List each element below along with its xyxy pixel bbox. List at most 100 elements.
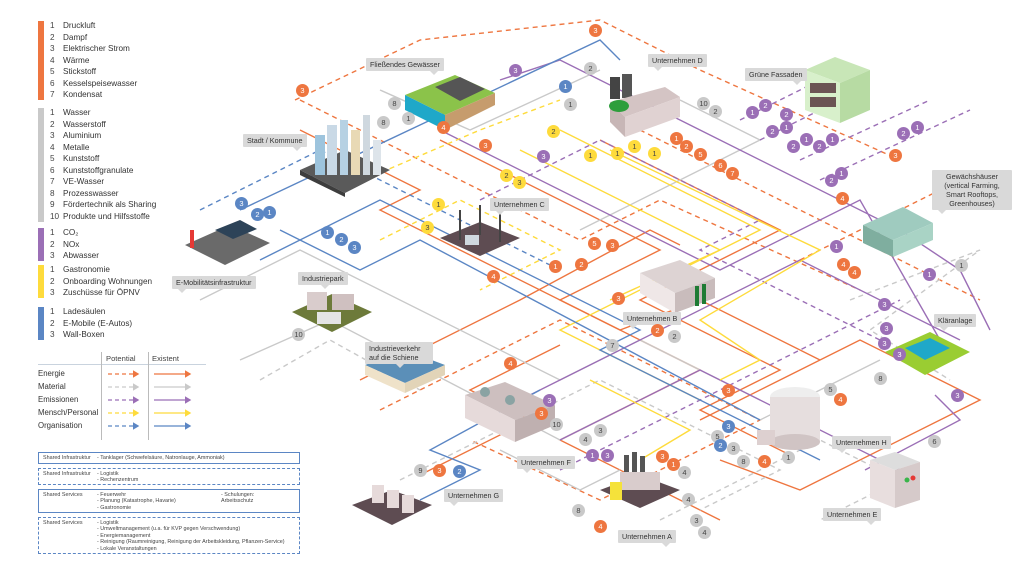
unternehmen-g-illustration[interactable] xyxy=(352,480,432,530)
label-unternehmen-b: Unternehmen B xyxy=(623,312,682,329)
flow-badge-mensch: 1 xyxy=(584,149,597,162)
flow-row-label: Organisation xyxy=(38,421,83,430)
header-potential: Potential xyxy=(106,354,136,363)
box-items-secondary: - Schulungen: Arbeitsschutz xyxy=(221,492,255,505)
industriepark-illustration[interactable] xyxy=(292,282,372,342)
flow-badge-emission: 3 xyxy=(509,64,522,77)
flow-line-mensch xyxy=(609,149,822,381)
flow-badge-energie: 5 xyxy=(588,237,601,250)
label-gruene-fassaden: Grüne Fassaden xyxy=(745,68,807,85)
flow-badge-org: 1 xyxy=(321,226,334,239)
flow-badge-energie: 6 xyxy=(714,159,727,172)
flow-line-mensch-potential xyxy=(339,99,561,191)
stadt-kommune-illustration[interactable] xyxy=(295,105,395,200)
table-divider xyxy=(38,364,206,365)
flow-badge-emission: 1 xyxy=(923,268,936,281)
legend-bar-material xyxy=(38,108,44,222)
shared-infrastruktur-existent: Shared Infrastruktur - Tanklager (Schwef… xyxy=(38,452,300,464)
flow-badge-material: 2 xyxy=(668,330,681,343)
flow-badge-mensch: 2 xyxy=(500,169,513,182)
flow-line-energie-potential xyxy=(799,179,961,261)
flow-badge-emission: 1 xyxy=(911,121,924,134)
flow-badge-energie: 5 xyxy=(694,148,707,161)
label-unternehmen-f: Unternehmen F xyxy=(517,456,575,473)
label-industrieverkehr: Industrieverkehr auf die Schiene xyxy=(365,342,433,368)
unternehmen-h-illustration[interactable] xyxy=(755,385,835,455)
flow-badge-emission: 3 xyxy=(878,337,891,350)
flow-badge-energie: 4 xyxy=(487,270,500,283)
flow-badge-org: 3 xyxy=(348,241,361,254)
flow-badge-energie: 2 xyxy=(651,324,664,337)
flow-badge-material: 8 xyxy=(572,504,585,517)
flow-badge-material: 8 xyxy=(388,97,401,110)
label-gewaechshaeuser: Gewächshäuser (vertical Farming, Smart R… xyxy=(932,170,1012,214)
flow-badge-emission: 2 xyxy=(813,140,826,153)
flow-line-energie xyxy=(699,339,982,491)
unternehmen-e-illustration[interactable] xyxy=(865,450,925,510)
flow-badge-emission: 2 xyxy=(787,140,800,153)
unternehmen-b-illustration[interactable] xyxy=(635,258,720,318)
flow-badge-material: 3 xyxy=(690,514,703,527)
flow-badge-material: 4 xyxy=(698,526,711,539)
fliessendes-gewaesser-illustration[interactable] xyxy=(405,75,495,135)
flow-badge-energie: 4 xyxy=(848,266,861,279)
flow-badge-material: 2 xyxy=(584,62,597,75)
box-items: - Logistik- Umweltmanagement (u.a. für K… xyxy=(97,520,285,552)
flow-badge-energie: 1 xyxy=(667,458,680,471)
flow-line-organisation xyxy=(259,199,821,461)
flow-badge-material: 10 xyxy=(550,418,563,431)
flow-badge-material: 1 xyxy=(955,259,968,272)
shared-services-existent: Shared Services - Feuerwehr- Planung (Ka… xyxy=(38,489,300,513)
header-existent: Existent xyxy=(152,354,180,363)
unternehmen-a-illustration[interactable] xyxy=(600,450,680,510)
flow-badge-material: 8 xyxy=(874,372,887,385)
e-mobilitaet-illustration[interactable] xyxy=(185,215,270,270)
flow-badge-material: 2 xyxy=(709,105,722,118)
flow-badge-energie: 3 xyxy=(656,450,669,463)
flow-row-label: Mensch/Personal xyxy=(38,408,99,417)
unternehmen-c-illustration[interactable] xyxy=(440,200,520,260)
flow-badge-material: 3 xyxy=(594,424,607,437)
gewaechshaeuser-illustration[interactable] xyxy=(858,205,938,260)
legend-bar-mensch-personal xyxy=(38,265,44,298)
box-title: Shared Infrastruktur xyxy=(43,471,91,477)
legend-bar-energie xyxy=(38,21,44,100)
box-title: Shared Services xyxy=(43,520,83,526)
flow-badge-emission: 3 xyxy=(878,298,891,311)
flow-badge-material: 1 xyxy=(782,451,795,464)
flow-badge-energie: 7 xyxy=(726,167,739,180)
flow-badge-org: 2 xyxy=(335,233,348,246)
flow-badge-emission: 3 xyxy=(543,394,556,407)
flow-badge-emission: 2 xyxy=(766,125,779,138)
flow-badge-mensch: 1 xyxy=(611,147,624,160)
unternehmen-d-illustration[interactable] xyxy=(605,72,685,142)
flow-badge-emission: 3 xyxy=(601,449,614,462)
flow-badge-energie: 3 xyxy=(889,149,902,162)
flow-badge-org: 2 xyxy=(251,208,264,221)
flow-badge-emission: 1 xyxy=(780,121,793,134)
flow-badge-energie: 3 xyxy=(606,239,619,252)
flow-line-mensch xyxy=(589,379,692,461)
flow-badge-org: 2 xyxy=(453,465,466,478)
flow-badge-org: 3 xyxy=(235,197,248,210)
klaeranlage-illustration[interactable] xyxy=(885,330,970,385)
flow-badge-emission: 2 xyxy=(897,127,910,140)
label-unternehmen-a: Unternehmen A xyxy=(618,530,676,547)
flow-badge-energie: 4 xyxy=(758,455,771,468)
flow-badge-material: 1 xyxy=(564,98,577,111)
gruene-fassaden-illustration[interactable] xyxy=(800,55,880,125)
flow-badge-emission: 3 xyxy=(951,389,964,402)
flow-type-arrows xyxy=(108,370,192,430)
flow-badge-emission: 1 xyxy=(830,240,843,253)
label-unternehmen-d: Unternehmen D xyxy=(648,54,707,71)
flow-line-emissionen-potential xyxy=(799,99,931,161)
flow-badge-emission: 1 xyxy=(746,106,759,119)
